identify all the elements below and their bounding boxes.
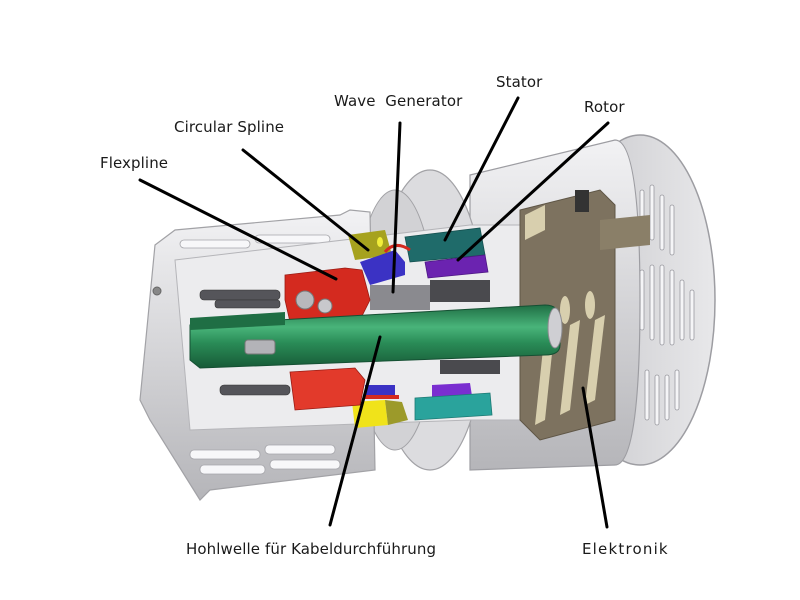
label-wave-generator: Wave Generator	[334, 92, 463, 110]
leader-lines	[138, 96, 610, 529]
leader-line-stator	[443, 96, 520, 242]
label-flexspline: Flexpline	[100, 154, 169, 172]
label-electronics: Elektronik	[582, 540, 669, 558]
leader-line-circular-spline	[241, 148, 370, 252]
leader-line-hollow-shaft	[328, 335, 382, 527]
leader-line-flexspline	[138, 178, 338, 281]
leader-line-wave-generator	[391, 121, 402, 294]
label-hollow-shaft: Hohlwelle für Kabeldurchführung	[186, 540, 437, 558]
leader-line-rotor	[456, 121, 610, 262]
leader-line-electronics	[581, 386, 609, 529]
flexspline-lower	[289, 367, 366, 411]
label-rotor: Rotor	[584, 98, 625, 116]
rotor-upper	[424, 254, 489, 279]
label-stator: Stator	[496, 73, 543, 91]
wave-generator-lower	[365, 385, 395, 395]
label-circular-spline: Circular Spline	[174, 118, 285, 136]
rotor-lower	[432, 383, 472, 398]
stator-lower	[414, 392, 493, 421]
